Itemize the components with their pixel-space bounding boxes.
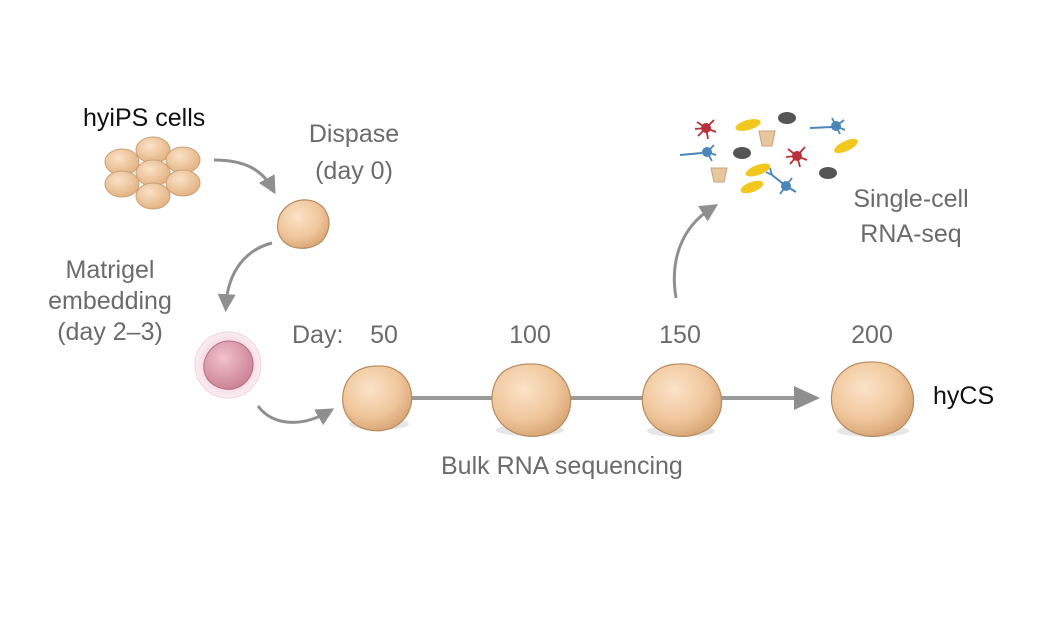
single-cell-label-line2: RNA-seq <box>860 220 962 248</box>
dispase-label-line1: Dispase <box>308 120 400 148</box>
arrow-to-single-cell <box>672 204 719 299</box>
hyips-cells-label: hyiPS cells <box>83 104 206 132</box>
blue-neuron-icon <box>765 167 797 195</box>
timeline-arrowhead <box>794 386 820 410</box>
matrigel-label: Matrigel embedding (day 2–3) <box>30 255 190 348</box>
red-neuron-icon <box>785 146 808 168</box>
timepoint-label-50: 50 <box>370 321 398 349</box>
arrow-to-dispase <box>213 158 276 195</box>
hyips-cell-cluster <box>104 136 201 210</box>
single-cell-label-line1: Single-cell <box>853 185 969 213</box>
timepoint-label-100: 100 <box>509 321 551 349</box>
spheroid-day100 <box>491 363 572 437</box>
dissociated-cells <box>679 112 858 195</box>
yellow-cell-icon <box>834 138 858 154</box>
single-cell-label: Single-cell RNA-seq <box>826 184 996 250</box>
blue-neuron-icon <box>809 117 846 135</box>
matrigel-label-line2: embedding <box>48 287 172 315</box>
matrigel-label-line1: Matrigel <box>65 256 155 284</box>
timepoint-label-200: 200 <box>851 321 893 349</box>
yellow-cell-icon <box>735 119 761 131</box>
tan-cell-icon <box>758 130 776 147</box>
hycs-label: hyCS <box>933 382 995 410</box>
yellow-cell-icon <box>745 163 771 177</box>
grey-cell-icon <box>819 167 837 179</box>
red-neuron-icon <box>694 119 717 140</box>
yellow-cell-icon <box>740 180 764 194</box>
dispase-label: Dispase (day 0) <box>292 119 416 187</box>
spheroid-day50 <box>342 365 413 432</box>
spheroid-day200 <box>830 361 915 437</box>
timepoint-label-150: 150 <box>659 321 701 349</box>
blue-neuron-icon <box>679 144 717 162</box>
grey-cell-icon <box>778 112 796 124</box>
arrow-to-day50 <box>256 405 335 426</box>
dispase-label-line2: (day 0) <box>315 157 393 185</box>
day-prefix-label: Day: <box>292 321 344 349</box>
grey-cell-icon <box>733 147 751 159</box>
tan-cell-icon <box>710 167 728 183</box>
matrigel-label-line3: (day 2–3) <box>57 318 163 346</box>
spheroid-day150 <box>641 363 723 437</box>
arrow-to-matrigel <box>217 241 273 313</box>
matrigel-embedded-organoid <box>194 331 262 399</box>
bulk-rna-label: Bulk RNA sequencing <box>441 452 683 480</box>
dispase-spheroid <box>276 199 330 249</box>
